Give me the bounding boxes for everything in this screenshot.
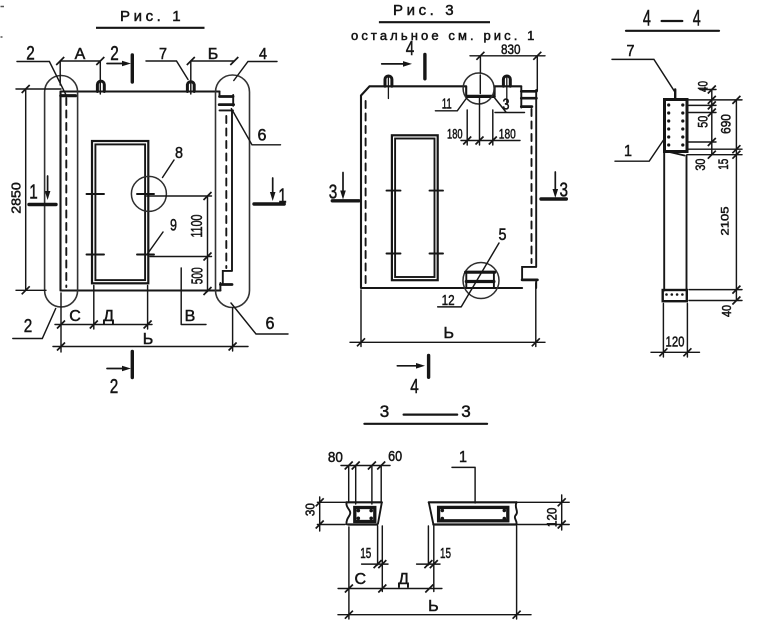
svg-text:Рис. 3: Рис. 3: [393, 2, 457, 19]
svg-text:А: А: [75, 46, 86, 63]
svg-text:2: 2: [26, 44, 35, 65]
svg-text:30: 30: [692, 158, 708, 170]
svg-text:7: 7: [159, 46, 167, 63]
svg-text:1: 1: [29, 182, 38, 204]
svg-text:180: 180: [447, 127, 463, 142]
svg-text:120: 120: [666, 334, 685, 351]
svg-text:7: 7: [627, 43, 635, 60]
svg-text:2: 2: [24, 315, 33, 336]
svg-text:2850: 2850: [9, 182, 24, 214]
svg-text:15: 15: [440, 545, 451, 562]
svg-text:С: С: [355, 571, 367, 588]
svg-text:4: 4: [406, 38, 415, 60]
svg-text:6: 6: [266, 313, 275, 333]
svg-text:3: 3: [503, 97, 510, 114]
svg-text:50: 50: [695, 116, 711, 128]
svg-text:12: 12: [442, 292, 455, 309]
svg-text:9: 9: [170, 216, 177, 235]
svg-text:690: 690: [718, 114, 734, 134]
svg-text:1: 1: [278, 186, 287, 208]
svg-text:180: 180: [499, 127, 516, 142]
svg-text:15: 15: [360, 545, 371, 562]
svg-text:остальное см. рис. 1: остальное см. рис. 1: [351, 28, 537, 43]
svg-text:1100: 1100: [189, 214, 206, 237]
svg-text:15: 15: [715, 159, 731, 170]
svg-text:Д: Д: [103, 308, 114, 325]
svg-text:11: 11: [442, 96, 452, 113]
svg-text:В: В: [185, 308, 196, 325]
svg-text:Д: Д: [398, 571, 409, 588]
svg-text:1: 1: [459, 449, 467, 466]
svg-text:3: 3: [560, 180, 569, 202]
svg-text:4: 4: [410, 376, 419, 398]
svg-text:4: 4: [259, 46, 267, 63]
svg-text:4: 4: [693, 6, 701, 31]
svg-text:5: 5: [499, 225, 507, 244]
svg-text:30: 30: [303, 503, 318, 516]
svg-text:60: 60: [388, 448, 402, 465]
svg-text:4: 4: [643, 6, 651, 31]
svg-text:Ь: Ь: [143, 331, 154, 348]
svg-text:8: 8: [175, 145, 183, 162]
svg-text:830: 830: [501, 41, 521, 57]
svg-text:3: 3: [461, 402, 471, 421]
svg-text:2: 2: [110, 43, 119, 65]
svg-text:2105: 2105: [719, 207, 731, 236]
svg-text:40: 40: [720, 305, 734, 317]
svg-text:3: 3: [329, 182, 338, 204]
svg-text:Ь: Ь: [428, 598, 439, 615]
svg-text:С: С: [69, 308, 81, 325]
svg-text:80: 80: [328, 449, 343, 466]
svg-text:3: 3: [380, 402, 390, 421]
svg-text:40: 40: [695, 81, 711, 92]
svg-text:6: 6: [258, 126, 267, 145]
svg-text:Ь: Ь: [444, 325, 455, 342]
svg-text:1: 1: [624, 143, 632, 160]
svg-text:Рис. 1: Рис. 1: [120, 8, 184, 25]
svg-text:120: 120: [544, 507, 560, 527]
svg-text:2: 2: [110, 376, 119, 398]
svg-text:500: 500: [190, 267, 207, 284]
svg-text:Б: Б: [208, 46, 219, 63]
